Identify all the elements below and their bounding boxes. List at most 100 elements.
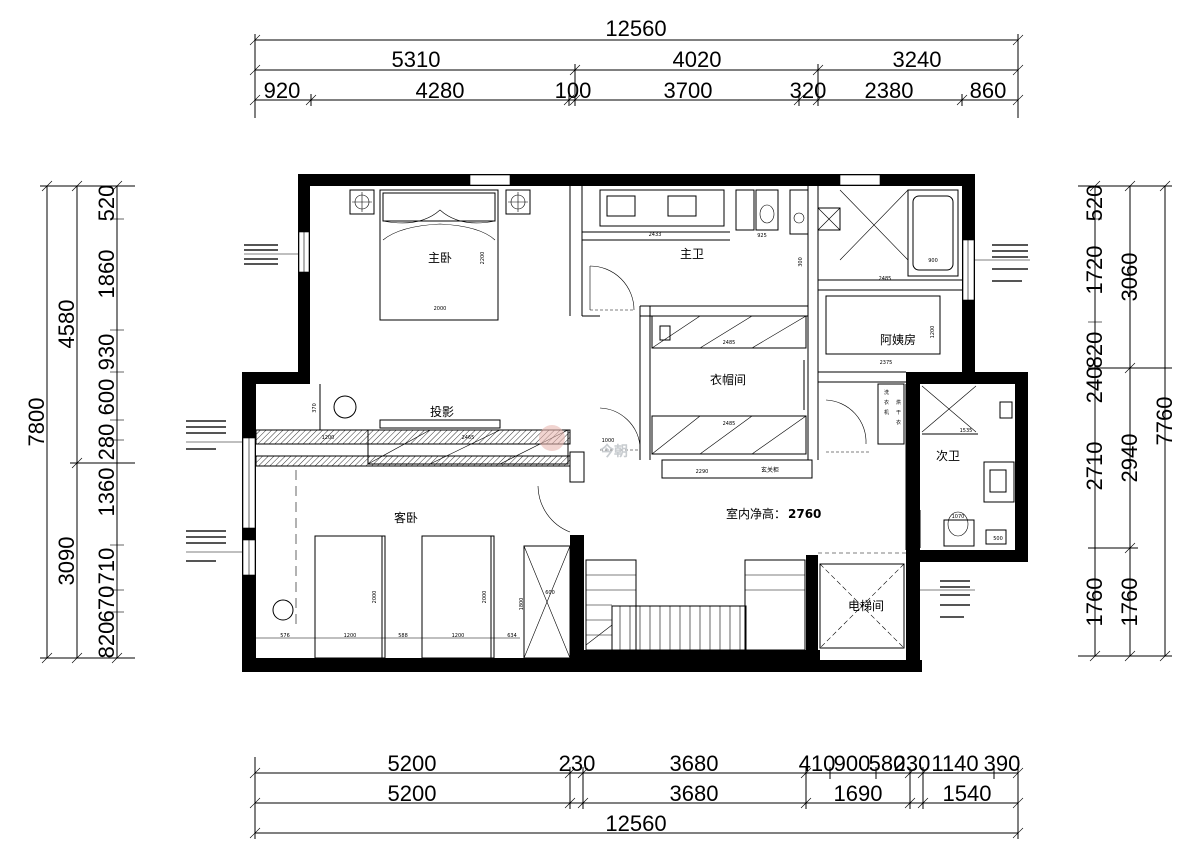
- dim-bottom-230a: 230: [559, 751, 596, 776]
- label-washer-5: 干: [896, 410, 901, 416]
- label-washer-1: 洗: [884, 389, 889, 396]
- dim-left-820: 820: [94, 622, 119, 659]
- dim-right-240: 240: [1082, 367, 1107, 404]
- room-label-second-bath: 次卫: [936, 449, 960, 463]
- windows: [242, 174, 975, 576]
- dim-projection-cab: 2465: [462, 435, 475, 441]
- dim-bottom-5200a: 5200: [388, 751, 437, 776]
- dim-bottom-410: 410: [799, 751, 836, 776]
- dim-bath2-b: 1070: [952, 514, 965, 520]
- watermark-text: 今朝: [599, 443, 628, 460]
- room-label-cloakroom: 衣帽间: [710, 372, 746, 387]
- right-dimensions: 520 1720 820 240 2710 1760 3060 2940 176…: [1078, 180, 1177, 662]
- dim-left-3090: 3090: [54, 537, 79, 586]
- dim-closet-top: 2485: [723, 340, 736, 346]
- room-label-elevator: 电梯间: [848, 599, 884, 613]
- dim-bottom-3680a: 3680: [670, 751, 719, 776]
- dim-right-total: 7760: [1152, 397, 1177, 446]
- cloakroom: 2485 衣帽间 2485 1000: [599, 315, 807, 455]
- dim-left-1860: 1860: [94, 250, 119, 299]
- dim-bottom-total: 12560: [605, 811, 666, 836]
- dim-bed2-len-b: 2000: [482, 591, 488, 604]
- label-washer-6: 衣: [896, 419, 901, 426]
- dim-right-3060: 3060: [1117, 253, 1142, 302]
- dim-bottom-3680b: 3680: [670, 781, 719, 806]
- left-dimensions: 7800 4580 3090 520 1860 930 600 280 1360…: [24, 180, 135, 664]
- stairs: [585, 559, 806, 651]
- top-dimensions: 12560 5310 4020 3240 920 4280 100 3700 3…: [249, 16, 1024, 118]
- dim-right-2710: 2710: [1082, 442, 1107, 491]
- room-label-master-bedroom: 主卧: [428, 251, 452, 265]
- room-label-maid-room: 阿姨房: [880, 332, 916, 347]
- dim-right-1720: 1720: [1082, 246, 1107, 295]
- dim-left-930: 930: [94, 334, 119, 371]
- label-washer-3: 机: [884, 409, 889, 416]
- label-clear-height: 室内净高：: [726, 506, 786, 521]
- dim-top-5310: 5310: [392, 47, 441, 72]
- dim-top-920: 920: [264, 78, 301, 103]
- dim-entry-cab: 2290: [696, 469, 709, 475]
- mark-370: 370: [312, 403, 318, 413]
- entry-area: 2290 玄关柜 洗 衣 机 烘 干 衣 室内净高： 2760: [661, 383, 905, 521]
- label-washer-4: 烘: [896, 399, 901, 406]
- dim-top-4280: 4280: [416, 78, 465, 103]
- dim-tub-side: 900: [928, 258, 938, 264]
- dim-beds-634: 634: [507, 633, 517, 639]
- dim-closet-mid: 2485: [723, 421, 736, 427]
- dim-top-320: 320: [790, 78, 827, 103]
- dim-top-860: 860: [970, 78, 1007, 103]
- second-bath: 1535 次卫 1070 500: [919, 385, 1015, 548]
- watermark: 今朝: [539, 425, 628, 460]
- dim-small-cab: 1800: [519, 598, 525, 611]
- dim-tub: 2485: [879, 276, 892, 282]
- dim-bath2-c: 500: [993, 536, 1003, 542]
- dim-left-1360: 1360: [94, 468, 119, 517]
- value-clear-height: 2760: [788, 507, 821, 521]
- dim-right-1760b: 1760: [1117, 578, 1142, 627]
- dim-vanity: 2433: [649, 232, 662, 238]
- dim-maid-width: 2375: [880, 360, 893, 366]
- dim-top-100: 100: [555, 78, 592, 103]
- dim-projection-left: 1200: [322, 435, 335, 441]
- room-label-projection: 投影: [430, 404, 454, 419]
- dim-bed-length: 2200: [480, 252, 486, 265]
- dim-bed2-len-a: 2000: [372, 591, 378, 604]
- dim-bottom-1140: 1140: [931, 751, 978, 776]
- dim-bottom-5200b: 5200: [388, 781, 437, 806]
- dim-maid-bed: 1200: [930, 326, 936, 339]
- bottom-dimensions: 5200 230 3680 410 900 580 230 1140 390 5…: [249, 751, 1024, 839]
- label-washer-2: 衣: [884, 399, 889, 406]
- dim-left-4580: 4580: [54, 300, 79, 349]
- dim-top-4020: 4020: [673, 47, 722, 72]
- dim-top-3240: 3240: [893, 47, 942, 72]
- annotation-callouts: [186, 244, 1030, 618]
- dim-top-total: 12560: [605, 16, 666, 41]
- guest-bedroom: 客卧 2000 2000 576 1200 588 1200 634 1800 …: [256, 451, 585, 659]
- interior-walls: [255, 186, 962, 550]
- dim-door-w: 1000: [602, 438, 615, 444]
- elevator: 电梯间: [818, 552, 906, 649]
- dim-left-280: 280: [94, 424, 119, 461]
- dim-beds-588: 588: [398, 633, 408, 639]
- dim-bed-width: 2000: [434, 306, 447, 312]
- dim-beds-1200a: 1200: [344, 633, 357, 639]
- dim-top-2380: 2380: [865, 78, 914, 103]
- dim-bottom-580: 580: [869, 751, 906, 776]
- dim-beds-1200b: 1200: [452, 633, 465, 639]
- dim-right-520: 520: [1082, 185, 1107, 222]
- dim-bottom-1690: 1690: [834, 781, 883, 806]
- dim-right-2940: 2940: [1117, 434, 1142, 483]
- exterior-walls: [242, 174, 1028, 672]
- dim-beds-576: 576: [280, 633, 290, 639]
- room-label-master-bath: 主卫: [680, 247, 704, 261]
- master-bath: 2433 主卫 925 2485 900 300: [589, 189, 959, 311]
- dim-bath2-a: 1535: [960, 428, 973, 434]
- dim-right-820: 820: [1082, 332, 1107, 369]
- dim-right-1760a: 1760: [1082, 578, 1107, 627]
- dim-left-total: 7800: [24, 398, 49, 447]
- dim-bottom-230b: 230: [894, 751, 931, 776]
- dim-left-600: 600: [94, 379, 119, 416]
- label-entry-cabinet: 玄关柜: [761, 466, 779, 474]
- mark-925: 925: [757, 233, 767, 239]
